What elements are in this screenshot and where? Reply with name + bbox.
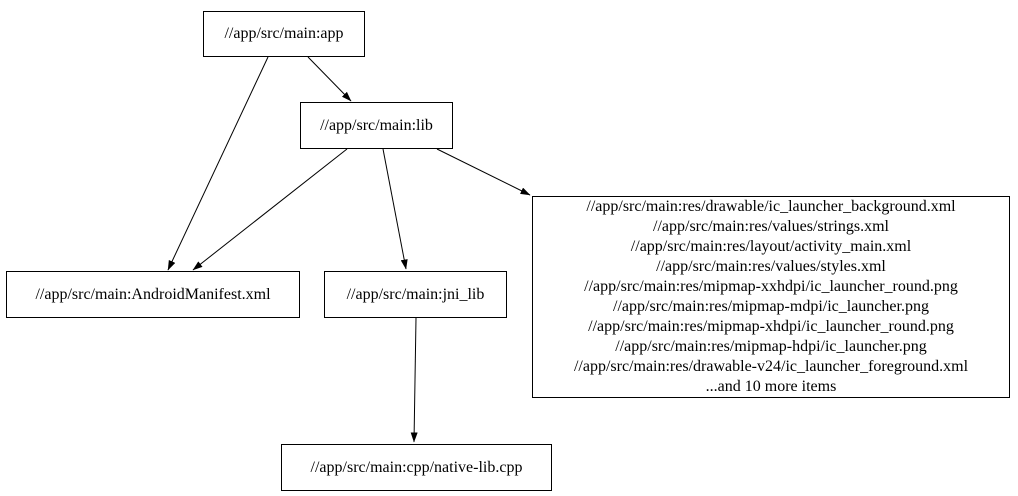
edge-app-to-lib: [307, 56, 352, 102]
edge-jni-lib-to-native-lib-cpp: [410, 317, 418, 443]
node-android-manifest-label: //app/src/main:AndroidManifest.xml: [35, 285, 271, 303]
node-native-lib-cpp-label: //app/src/main:cpp/native-lib.cpp: [310, 458, 523, 476]
node-jni-lib: //app/src/main:jni_lib: [324, 271, 507, 318]
node-lib: //app/src/main:lib: [300, 102, 453, 149]
edge-lib-to-android-manifest: [192, 148, 348, 271]
edge-lib-to-res-files: [436, 148, 531, 196]
res-more-items-line: ...and 10 more items: [705, 378, 837, 395]
node-res-files: //app/src/main:res/drawable/ic_launcher_…: [532, 196, 1010, 398]
node-jni-lib-label: //app/src/main:jni_lib: [346, 285, 485, 303]
res-file-line: //app/src/main:res/drawable/ic_launcher_…: [586, 198, 956, 215]
res-file-line: //app/src/main:res/mipmap-mdpi/ic_launch…: [613, 298, 929, 315]
node-android-manifest: //app/src/main:AndroidManifest.xml: [6, 271, 300, 318]
res-file-line: //app/src/main:res/values/styles.xml: [656, 258, 886, 275]
edge-app-to-android-manifest: [167, 56, 269, 271]
res-file-line: //app/src/main:res/mipmap-xhdpi/ic_launc…: [588, 318, 954, 335]
edge-lib-to-jni-lib: [382, 148, 408, 270]
res-file-line: //app/src/main:res/mipmap-hdpi/ic_launch…: [615, 338, 927, 355]
node-lib-label: //app/src/main:lib: [320, 116, 433, 134]
node-app-label: //app/src/main:app: [224, 25, 344, 42]
node-native-lib-cpp: //app/src/main:cpp/native-lib.cpp: [281, 444, 552, 491]
res-file-line: //app/src/main:res/mipmap-xxhdpi/ic_laun…: [584, 278, 958, 295]
node-app: //app/src/main:app: [203, 11, 365, 57]
res-file-line: //app/src/main:res/drawable-v24/ic_launc…: [573, 358, 969, 375]
res-file-line: //app/src/main:res/layout/activity_main.…: [630, 238, 912, 255]
res-file-line: //app/src/main:res/values/strings.xml: [653, 218, 889, 235]
